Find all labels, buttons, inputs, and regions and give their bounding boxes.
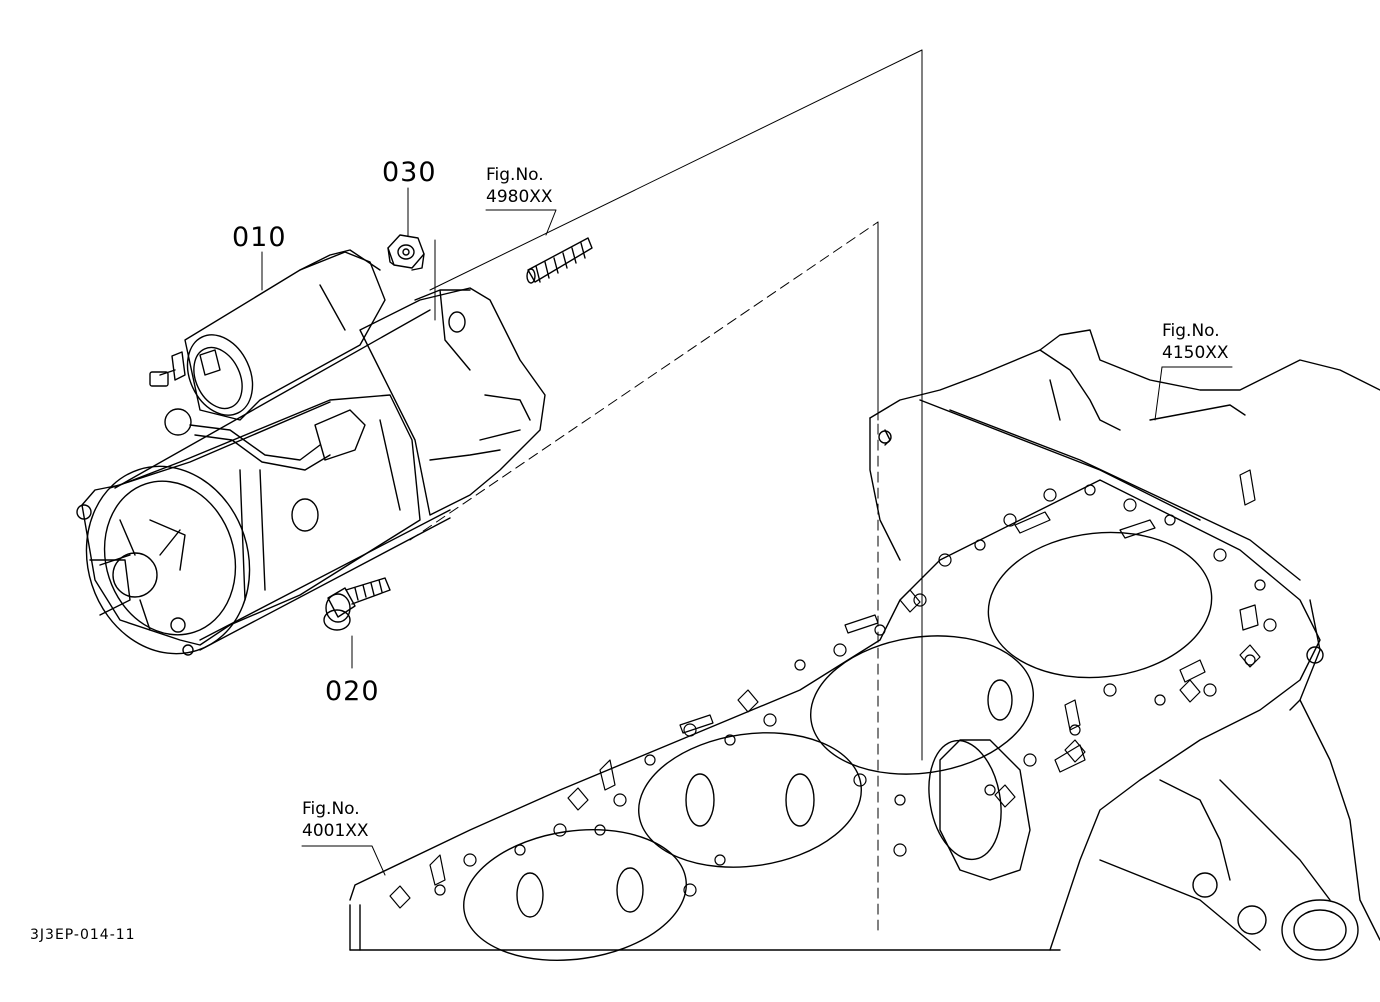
figure-ref-4150-number: 4150XX bbox=[1162, 343, 1229, 363]
figure-ref-4001-prefix: Fig.No. bbox=[302, 799, 360, 819]
figure-ref-4150-prefix: Fig.No. bbox=[1162, 321, 1220, 341]
nut-drawing bbox=[388, 235, 424, 270]
part-label-020: 020 bbox=[325, 676, 380, 707]
figure-ref-4001: Fig.No. 4001XX bbox=[302, 798, 369, 842]
starter-motor-drawing bbox=[63, 250, 545, 675]
figure-ref-4980-number: 4980XX bbox=[486, 187, 553, 207]
figure-ref-4980: Fig.No. 4980XX bbox=[486, 164, 553, 208]
stud-bolt-drawing bbox=[527, 238, 592, 283]
label-leaders bbox=[262, 188, 1232, 875]
alignment-lines bbox=[410, 50, 922, 930]
figure-ref-4150: Fig.No. 4150XX bbox=[1162, 320, 1229, 364]
part-label-030: 030 bbox=[382, 157, 437, 188]
figure-ref-4001-number: 4001XX bbox=[302, 821, 369, 841]
drawing-code: 3J3EP-014-11 bbox=[30, 927, 136, 943]
part-label-010: 010 bbox=[232, 222, 287, 253]
flange-bolt-drawing bbox=[324, 578, 390, 630]
figure-ref-4980-prefix: Fig.No. bbox=[486, 165, 544, 185]
engine-block-drawing bbox=[350, 330, 1380, 974]
